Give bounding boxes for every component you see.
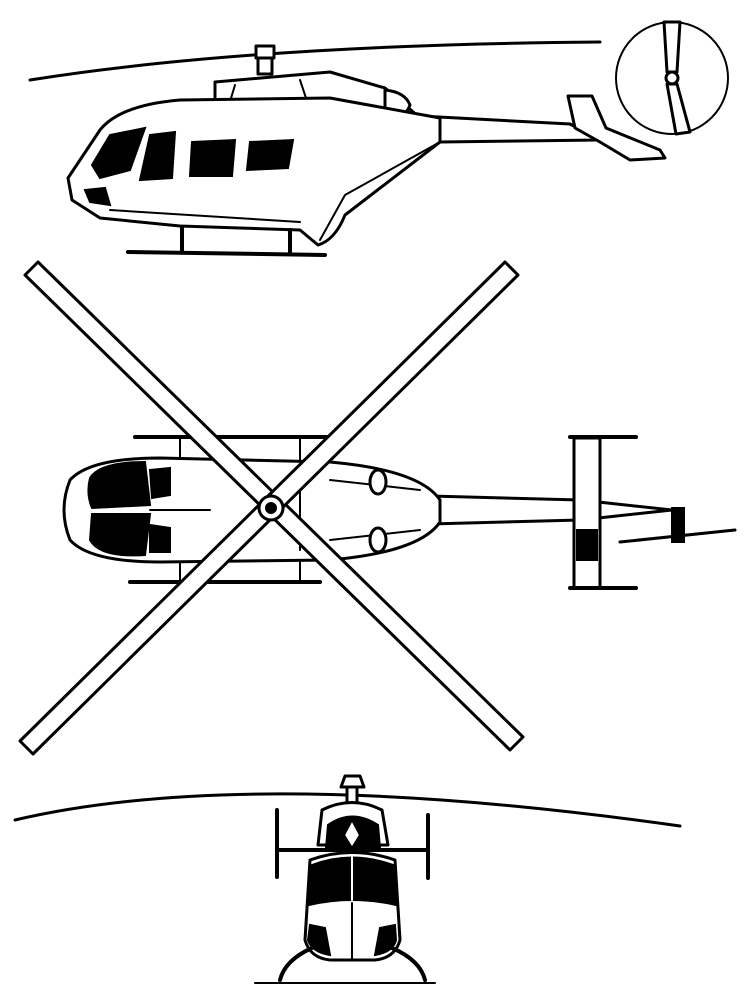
top-view <box>18 260 737 756</box>
side-rotor-hub <box>254 44 276 76</box>
front-horizontal-stabilizer <box>275 808 430 880</box>
side-cabin-window-2 <box>188 138 237 177</box>
side-tail-fin <box>566 94 667 162</box>
front-landing-gear <box>278 946 427 982</box>
top-tail-rotor <box>618 507 737 544</box>
top-horizontal-stabilizer <box>568 435 638 590</box>
side-view <box>28 20 729 257</box>
side-tail-rotor <box>615 20 729 136</box>
side-landing-skid <box>126 250 327 257</box>
side-cabin-window-3 <box>245 138 295 172</box>
top-windshield <box>87 460 152 510</box>
front-rotor-hub <box>339 774 366 807</box>
side-cockpit-window <box>90 126 147 180</box>
front-view <box>13 774 682 984</box>
side-main-rotor-blade <box>28 40 602 82</box>
top-tail-boom <box>428 494 674 526</box>
front-main-rotor-blade <box>13 792 682 828</box>
side-cabin-window-1 <box>138 130 177 182</box>
